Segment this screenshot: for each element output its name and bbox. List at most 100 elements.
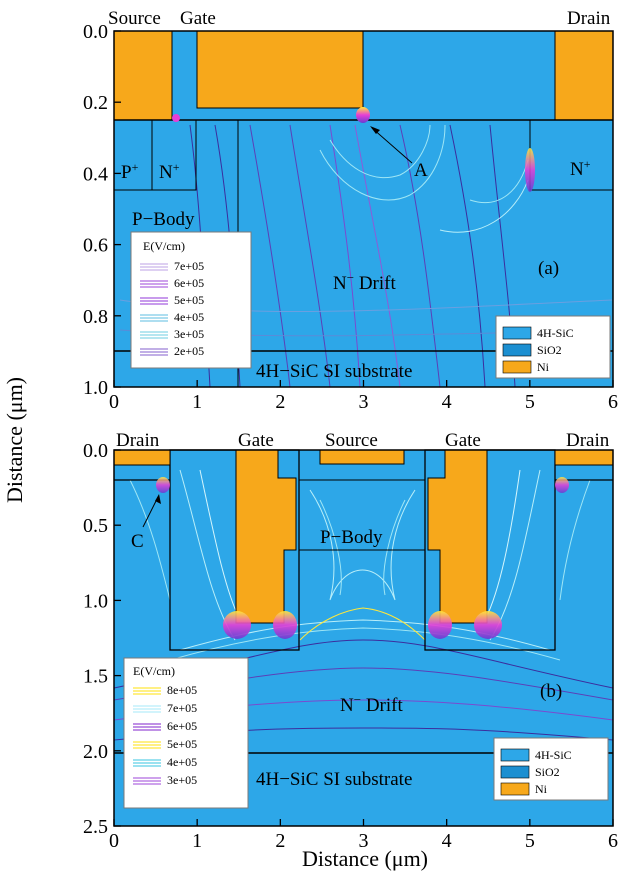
panel-a-material-label: 4H-SiC: [537, 326, 574, 340]
panel-a-n-plus-right-label: N+: [570, 157, 591, 180]
panel-b-material-label: SiO2: [535, 765, 560, 779]
panel-a-y-ticks: 0.0 0.2 0.4 0.6 0.8 1.0: [83, 21, 121, 399]
panel-b-arrow-c: [142, 496, 159, 528]
panel-b-gate-right-label: Gate: [445, 430, 481, 451]
panel-a-gate-contact: [196, 30, 364, 109]
panel-b-legend-entry: 4e+05: [167, 755, 197, 769]
panel-b-substrate-label: 4H−SiC SI substrate: [256, 769, 412, 790]
panel-a-x-tick-label: 0: [109, 391, 119, 413]
panel-a-material-label: Ni: [537, 360, 550, 374]
panel-b-hotspot-left-bottom: [223, 611, 251, 639]
panel-a-hotspot-a: [356, 107, 370, 123]
panel-b-hotspot-right-corner: [428, 611, 452, 639]
panel-a-drift-label: N− Drift: [333, 270, 396, 295]
panel-a-y-tick-label: 0.0: [83, 21, 108, 43]
panel-b-y-tick-label: 2.0: [83, 741, 108, 763]
panel-b-material-swatch: [500, 765, 530, 779]
panel-b-x-tick-label: 3: [359, 830, 369, 852]
panel-a-n-plus-left-label: N+: [159, 160, 180, 183]
panel-a-y-tick-label: 1.0: [83, 377, 108, 399]
panel-a-legend-entry: 3e+05: [174, 327, 204, 341]
panel-b-hotspot-left-corner: [273, 611, 297, 639]
panel-a-x-tick-label: 4: [442, 391, 452, 413]
panel-b-y-tick-label: 0.5: [83, 515, 108, 537]
panel-b-tag: (b): [540, 681, 562, 702]
panel-b-y-tick-label: 2.5: [83, 816, 108, 838]
panel-b-source-label: Source: [325, 430, 378, 451]
panel-a-material-label: SiO2: [537, 343, 562, 357]
panel-b-point-label: C: [131, 531, 144, 552]
panel-b-hotspot-c: [156, 477, 170, 493]
panel-b-legend-entry: 6e+05: [167, 719, 197, 733]
panel-a-x-tick-label: 1: [192, 391, 202, 413]
panel-b-gate-right-contact: [427, 449, 488, 624]
x-axis-label: Distance (μm): [302, 846, 428, 871]
y-axis-label: Distance (μm): [2, 377, 27, 503]
panel-b-y-tick-label: 0.0: [83, 440, 108, 462]
panel-a-drain-label: Drain: [567, 8, 611, 29]
panel-b-pbody-region: [298, 479, 426, 551]
panel-b-material-label: 4H-SiC: [535, 748, 572, 762]
panel-a-y-tick-label: 0.6: [83, 235, 108, 257]
panel-b-legend-entry: 7e+05: [167, 701, 197, 715]
panel-a-gate-label: Gate: [180, 8, 216, 29]
panel-b-legend-title: E(V/cm): [133, 664, 175, 678]
panel-b-y-tick-label: 1.5: [83, 666, 108, 688]
panel-a-legend-title: E(V/cm): [143, 239, 185, 253]
panel-b-gate-left-contact: [235, 449, 297, 624]
panel-a-x-tick-label: 5: [525, 391, 535, 413]
panel-b-pbody-label: P−Body: [320, 527, 383, 548]
panel-b-legend-entry: 5e+05: [167, 737, 197, 751]
panel-a-substrate-label: 4H−SiC SI substrate: [256, 361, 412, 382]
panel-a-legend-entry: 2e+05: [174, 344, 204, 358]
panel-b-x-tick-label: 2: [275, 830, 285, 852]
panel-a-x-tick-label: 2: [275, 391, 285, 413]
panel-a-legend-entry: 5e+05: [174, 293, 204, 307]
panel-a-source-contact: [113, 30, 173, 121]
panel-a-x-tick-label: 6: [608, 391, 618, 413]
panel-b-x-tick-label: 5: [525, 830, 535, 852]
panel-a-y-tick-label: 0.8: [83, 306, 108, 328]
panel-a-arrow-a: [371, 127, 413, 164]
panel-b-hotspot-right-bottom: [474, 611, 502, 639]
panel-a-legend-entry: 4e+05: [174, 310, 204, 324]
panel-a-legend-entry: 6e+05: [174, 276, 204, 290]
panel-a-drain-contact: [554, 30, 614, 121]
panel-b-x-tick-label: 0: [109, 830, 119, 852]
panel-b-material-swatch: [500, 748, 530, 762]
panel-b-drain-right-label: Drain: [566, 430, 610, 451]
panel-a-y-tick-label: 0.2: [83, 92, 108, 114]
panel-a-y-tick-label: 0.4: [83, 163, 108, 185]
panel-a-legend-entry: 7e+05: [174, 259, 204, 273]
panel-b-material-label: Ni: [535, 782, 548, 796]
panel-b-drain-left-label: Drain: [116, 430, 160, 451]
panel-b-x-tick-label: 6: [608, 830, 618, 852]
panel-b-y-ticks: 0.0 0.5 1.0 1.5 2.0 2.5: [83, 440, 121, 838]
panel-b-gate-left-label: Gate: [238, 430, 274, 451]
panel-a-material-swatch: [502, 343, 532, 357]
panel-a-p-plus-label: P+: [121, 160, 139, 183]
panel-a-tag: (a): [538, 258, 559, 279]
panel-b-material-swatch: [500, 782, 530, 796]
panel-b-x-ticks: 0 1 2 3 4 5 6: [109, 819, 618, 852]
panel-b-drain-right-contact: [554, 449, 614, 466]
panel-a-efield-legend: E(V/cm) 7e+05 6e+05 5e+05 4e+05 3e+05 2e+05: [130, 231, 252, 369]
panel-b-drift-label: N− Drift: [340, 692, 403, 717]
panel-b-y-tick-label: 1.0: [83, 590, 108, 612]
panel-a-x-tick-label: 3: [359, 391, 369, 413]
panel-a-x-ticks: 0 1 2 3 4 5 6: [109, 380, 618, 413]
panel-a-hotspot-drain: [525, 148, 535, 192]
panel-a-source-label: Source: [108, 8, 161, 29]
panel-a-material-swatch: [502, 360, 532, 374]
panel-a: Source Gate Drain P+ N+ N+ P−Body N− Dri…: [83, 8, 618, 413]
panel-b-x-tick-label: 4: [442, 830, 452, 852]
panel-b-x-tick-label: 1: [192, 830, 202, 852]
panel-a-pbody-label: P−Body: [132, 209, 195, 230]
panel-b-source-contact: [319, 449, 405, 465]
panel-b: Drain Gate Source Gate Drain P−Body N− D…: [83, 430, 618, 852]
panel-a-point-label: A: [414, 160, 428, 181]
